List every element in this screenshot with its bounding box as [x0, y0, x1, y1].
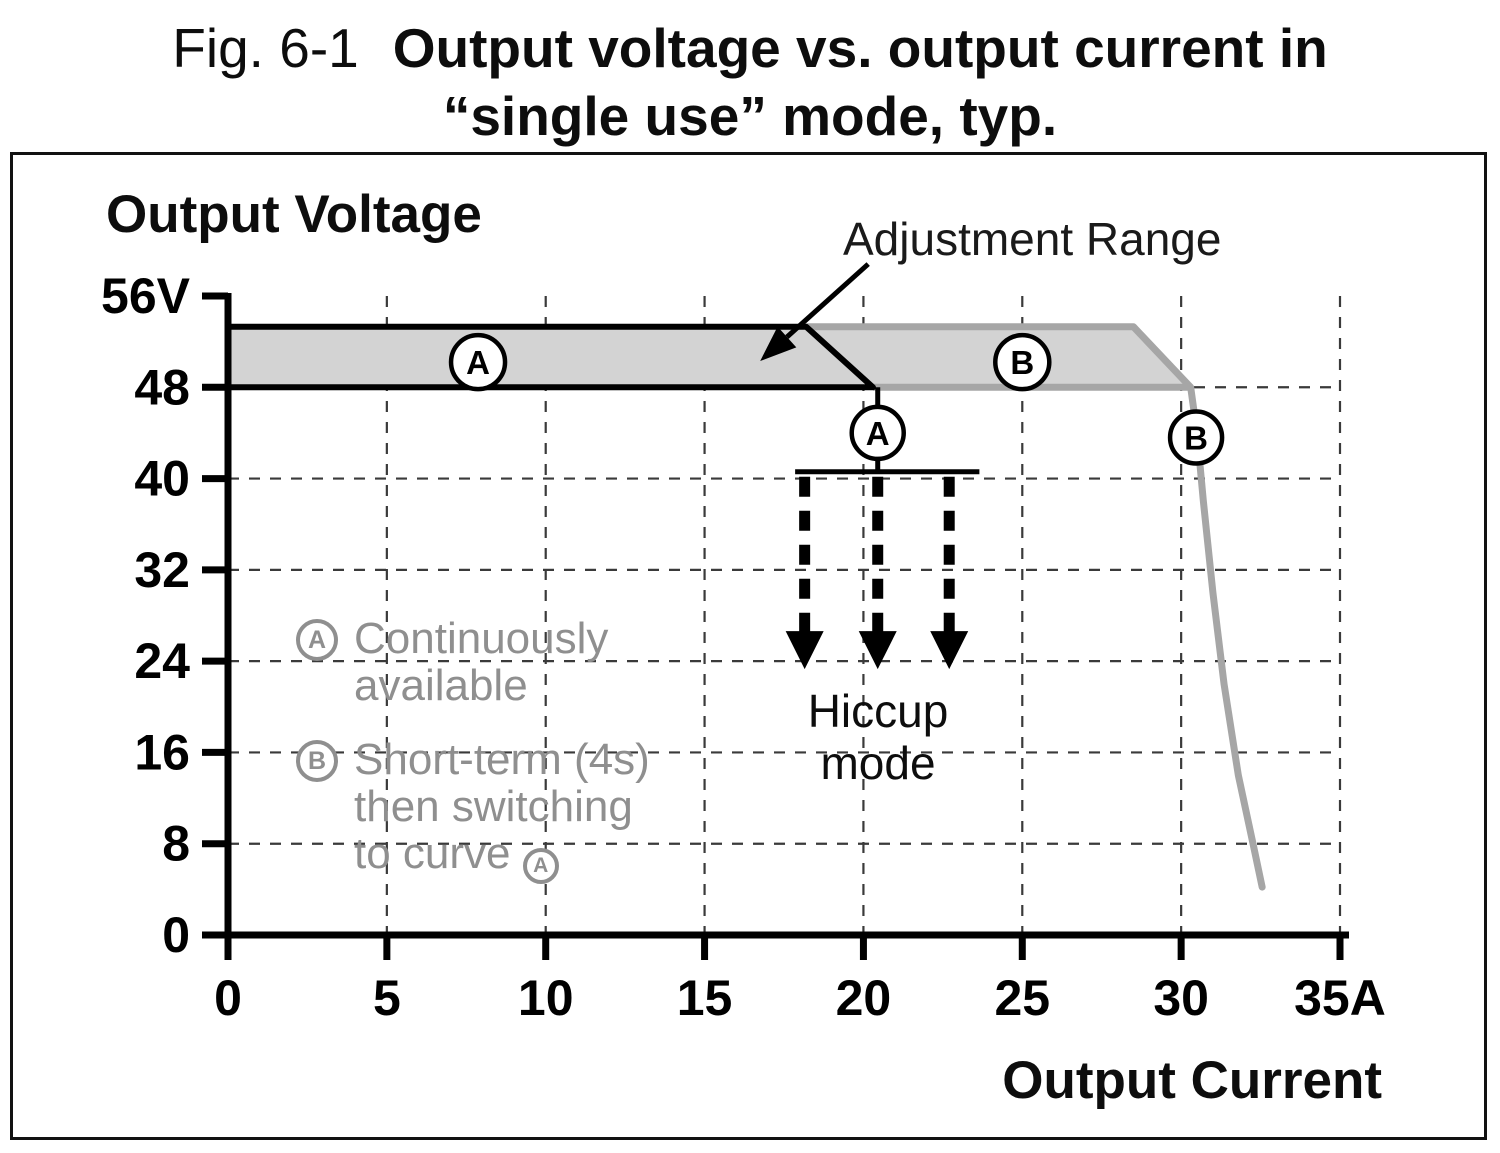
y-tick-label: 40 — [134, 451, 190, 507]
curve-marker-circle — [993, 332, 1052, 392]
x-tick-label: 35A — [1294, 970, 1386, 1026]
chart-frame — [10, 152, 1487, 1140]
curve-marker-circle — [448, 332, 508, 392]
figure-title-line1: Fig. 6-1 Output voltage vs. output curren… — [0, 16, 1500, 80]
curve-marker-letter: B — [1184, 419, 1208, 456]
y-tick-label: 16 — [134, 724, 190, 780]
curve-a-symbol-inline-icon: A — [522, 847, 559, 884]
x-tick-label: 25 — [994, 970, 1050, 1026]
adjustment-range-label: Adjustment Range — [843, 213, 1222, 265]
x-tick-label: 5 — [373, 970, 401, 1026]
y-tick-label: 8 — [162, 816, 190, 872]
adjustment-band-A — [228, 326, 873, 388]
x-tick-label: 30 — [1153, 970, 1209, 1026]
x-tick-label: 10 — [518, 970, 574, 1026]
y-tick-label: 56V — [101, 268, 191, 324]
curve-marker-letter: B — [1010, 344, 1034, 381]
y-tick-label: 24 — [134, 633, 190, 689]
x-tick-label: 0 — [214, 970, 242, 1026]
x-tick-label: 20 — [836, 970, 892, 1026]
legend-item-a: A Continuously available — [296, 614, 650, 710]
hiccup-mode-label: Hiccup mode — [807, 685, 949, 789]
curve-a-symbol-icon: A — [296, 619, 338, 661]
legend: A Continuously available B Short-term (4… — [296, 614, 650, 884]
hiccup-arrow-head — [858, 631, 897, 670]
legend-b-text-body: Short-term (4s) then switching to curve — [354, 735, 650, 878]
adjustment-arrow-shaft — [785, 262, 870, 339]
curve-marker-circle — [1167, 409, 1225, 466]
figure-title-line2: “single use” mode, typ. — [442, 85, 1058, 147]
figure-title: Fig. 6-1 Output voltage vs. output curren… — [0, 16, 1500, 148]
y-axis-title: Output Voltage — [106, 185, 482, 244]
legend-item-b: B Short-term (4s) then switching to curv… — [296, 735, 650, 884]
x-axis-title: Output Current — [1002, 1051, 1382, 1110]
figure-title-text: Output voltage vs. output current in — [392, 17, 1328, 79]
curve-marker-letter: A — [866, 415, 890, 452]
hiccup-arrow-head — [930, 631, 969, 670]
adjustment-arrow-head — [760, 326, 797, 362]
hiccup-arrow-head — [785, 631, 824, 670]
y-tick-label: 48 — [134, 359, 190, 415]
curve-b-symbol-icon: B — [296, 740, 338, 783]
x-tick-label: 15 — [677, 970, 733, 1026]
figure-number: Fig. 6-1 — [172, 17, 359, 79]
curve-b-top-edge — [806, 323, 1194, 390]
y-tick-label: 0 — [162, 907, 190, 963]
legend-a-text: Continuously available — [354, 614, 609, 710]
y-tick-label: 32 — [134, 542, 190, 598]
curve-marker-circle — [849, 404, 906, 462]
legend-b-text: Short-term (4s) then switching to curve … — [354, 735, 650, 884]
curve-marker-letter: A — [466, 344, 490, 381]
